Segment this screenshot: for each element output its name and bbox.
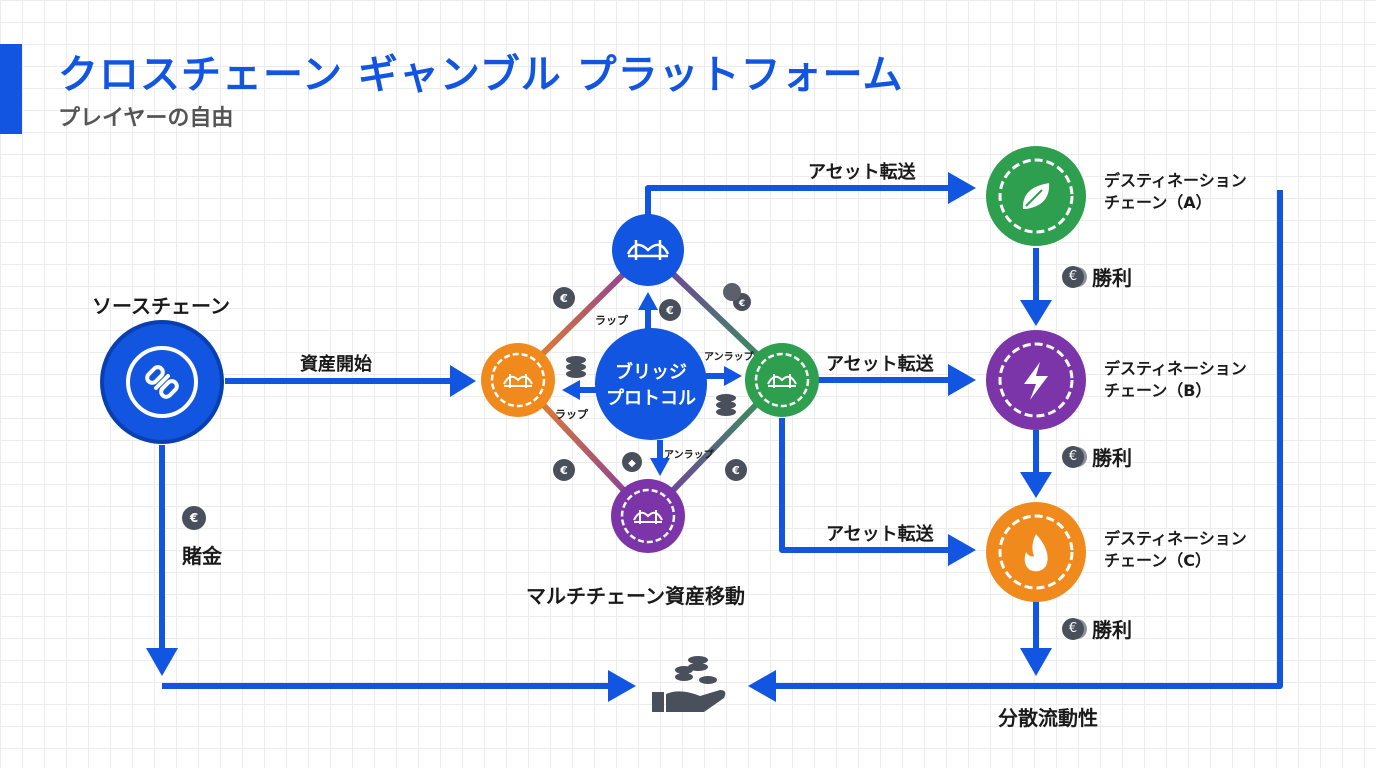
euro-coin-icon (182, 283, 751, 530)
win-b-row: € 勝利 (1062, 442, 1132, 471)
win-a-label: 勝利 (1092, 266, 1132, 290)
source-chain-node (100, 320, 224, 444)
win-c-row: € 勝利 (1062, 614, 1132, 643)
page-title: クロスチェーン ギャンブル プラットフォーム (58, 52, 904, 98)
bridge-node-green (745, 343, 819, 417)
arrowhead-hub-left (562, 380, 580, 400)
destination-c-line2: チェーン（C） (1104, 551, 1211, 570)
arrowhead-bet (146, 648, 178, 676)
destination-b-label: デスティネーション チェーン（B） (1104, 358, 1247, 402)
arrowhead-hub-down (650, 458, 670, 476)
win-c-label: 勝利 (1092, 618, 1132, 642)
bridge-node-top (612, 214, 684, 286)
destination-b-line2: チェーン（B） (1104, 381, 1212, 400)
coin-stack-icon (566, 356, 736, 416)
euro-coin-icon: € (1062, 617, 1084, 640)
liquidity-pool-label: 分散流動性 (998, 706, 1098, 730)
arrow-transfer-a (645, 185, 948, 215)
source-chain-label: ソースチェーン (92, 294, 230, 318)
destination-node-b (986, 330, 1086, 430)
wrap-label-left: ラップ (555, 408, 588, 421)
svg-text:€: € (738, 299, 745, 309)
arrowhead-hub-right (724, 366, 742, 386)
win-b-label: 勝利 (1092, 446, 1132, 470)
arrowhead-win-c (1020, 648, 1052, 676)
bridge-icon (626, 240, 670, 260)
arrowhead-liquidity-return (748, 670, 776, 702)
asset-transfer-a-label: アセット転送 (808, 162, 916, 183)
svg-text:€: € (559, 292, 568, 305)
bridge-icon (503, 374, 533, 388)
arrowhead-hub-up (638, 292, 658, 310)
destination-a-line2: チェーン（A） (1104, 193, 1212, 212)
arrowhead-source-pool (608, 670, 636, 702)
destination-node-a (986, 146, 1086, 246)
asset-transfer-c-label: アセット転送 (826, 524, 934, 545)
bridge-hub (595, 328, 707, 440)
bridge-hub-line2: プロトコル (606, 388, 696, 409)
svg-text:€: € (665, 304, 674, 317)
asset-transfer-b-label: アセット転送 (826, 354, 934, 375)
arrowhead-win-b (1020, 472, 1052, 498)
svg-text:€: € (189, 511, 198, 525)
svg-text:◆: ◆ (628, 458, 636, 469)
bridge-hub-line1: ブリッジ (615, 362, 687, 383)
flame-icon (1024, 534, 1048, 572)
bet-label: 賭金 (182, 544, 222, 568)
arrow-liquidity-return (772, 190, 1283, 689)
unwrap-label-bottom: アンラップ (664, 450, 714, 461)
page-subtitle: プレイヤーの自由 (58, 106, 234, 131)
arrowhead-transfer-c (948, 534, 976, 566)
bridge-node-orange (481, 343, 555, 417)
leaf-icon (1020, 180, 1052, 211)
win-a-row: € 勝利 (1062, 262, 1132, 291)
unwrap-label-right: アンラップ (704, 352, 754, 363)
accent-bar (0, 44, 22, 134)
bridge-hub-label: ブリッジ プロトコル (596, 360, 706, 412)
asset-start-label: 資産開始 (300, 354, 372, 375)
link-icon (145, 365, 179, 399)
destination-c-label: デスティネーション チェーン（C） (1104, 528, 1247, 572)
arrowhead-transfer-b (948, 364, 976, 396)
arrowhead-transfer-a (948, 172, 976, 204)
destination-c-line1: デスティネーション (1104, 529, 1247, 548)
lightning-icon (1024, 362, 1048, 400)
euro-coin-icon: € (1062, 265, 1084, 288)
bridge-icon (633, 510, 663, 524)
destination-a-line1: デスティネーション (1104, 171, 1247, 190)
svg-text:€: € (731, 464, 740, 477)
arrowhead-asset-start (450, 365, 476, 397)
arrow-transfer-c (779, 418, 948, 553)
euro-coin-icon: € (1062, 445, 1084, 468)
bridge-caption: マルチチェーン資産移動 (526, 584, 745, 608)
hand-coins-icon (652, 656, 726, 712)
arrowhead-win-a (1020, 300, 1052, 326)
bridge-node-purple (611, 479, 685, 553)
destination-node-c (986, 502, 1086, 602)
svg-text:€: € (559, 464, 568, 477)
wrap-label-top: ラップ (595, 314, 628, 327)
destination-b-line1: デスティネーション (1104, 359, 1247, 378)
destination-a-label: デスティネーション チェーン（A） (1104, 170, 1247, 214)
bridge-icon (767, 374, 797, 388)
